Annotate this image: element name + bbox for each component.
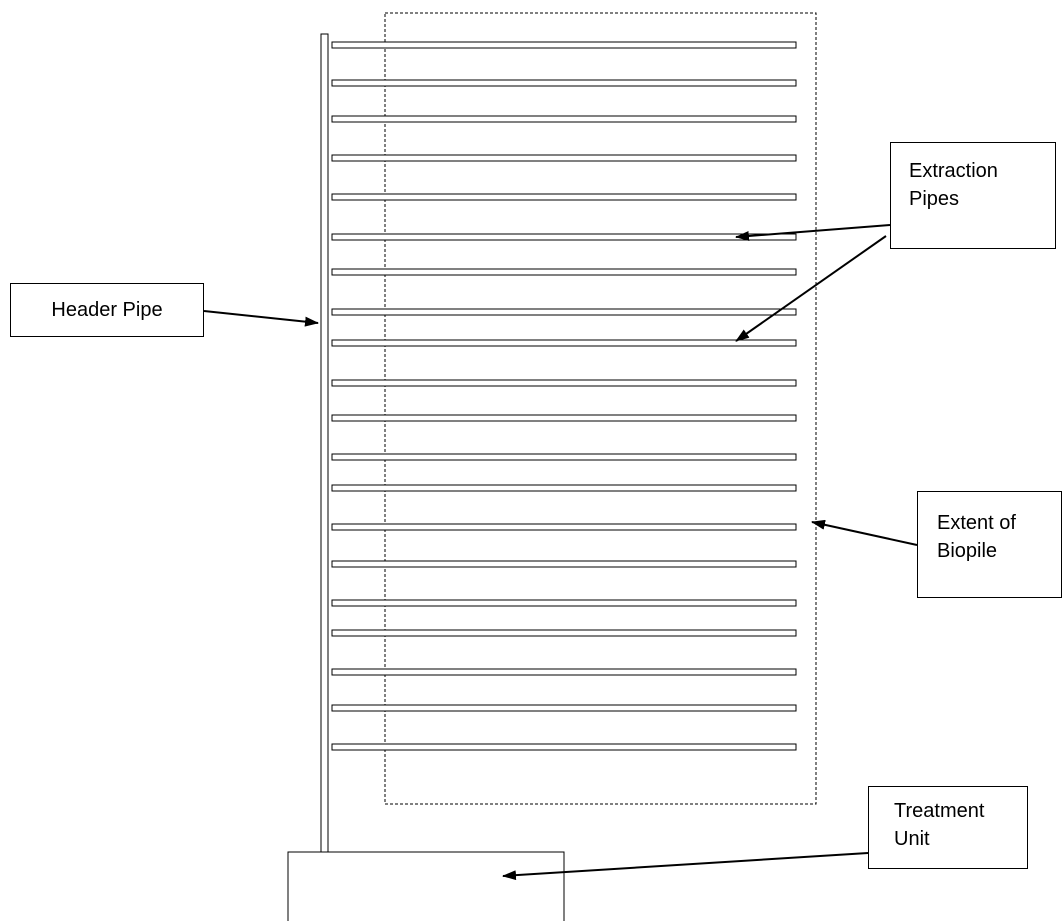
extraction-pipe — [331, 523, 797, 531]
extraction-pipes-group — [331, 41, 797, 751]
extraction-pipe — [331, 560, 797, 568]
extraction-pipe — [331, 414, 797, 422]
extraction-pipe — [331, 599, 797, 607]
biopile-extent-boundary — [384, 12, 817, 805]
extraction-pipe — [331, 268, 797, 276]
extraction-pipe — [331, 453, 797, 461]
extent-of-biopile-label-line-1: Extent of — [937, 512, 1016, 534]
extraction-pipe — [331, 484, 797, 492]
extraction-pipe — [331, 743, 797, 751]
extraction-pipes-label-line-2: Pipes — [909, 188, 960, 210]
extraction-pipe — [331, 308, 797, 316]
extraction-pipe — [331, 115, 797, 123]
header-pipe-arrow — [203, 310, 319, 327]
header-pipe-label: Header Pipe — [10, 283, 204, 337]
header-pipe — [320, 33, 329, 853]
extent-of-biopile-arrow — [811, 519, 918, 546]
header-pipe-label-text: Header Pipe — [51, 299, 163, 321]
treatment-unit-box — [287, 851, 565, 921]
extraction-pipes-arrow-lower — [735, 235, 887, 342]
extraction-pipe — [331, 193, 797, 201]
treatment-unit-label-line-2: Unit — [894, 828, 930, 850]
extraction-pipe — [331, 154, 797, 162]
extraction-pipe — [331, 704, 797, 712]
extraction-pipe — [331, 41, 797, 49]
extraction-pipe — [331, 668, 797, 676]
extent-of-biopile-label-line-2: Biopile — [937, 540, 998, 562]
extraction-pipe — [331, 79, 797, 87]
extent-of-biopile-label: Extent of Biopile — [917, 491, 1062, 598]
treatment-unit-label: Treatment Unit — [868, 786, 1028, 869]
treatment-unit-arrow — [502, 852, 869, 881]
extraction-pipes-label: Extraction Pipes — [890, 142, 1056, 249]
treatment-unit-label-line-1: Treatment — [894, 800, 985, 822]
extraction-pipes-label-line-1: Extraction — [909, 160, 998, 182]
extraction-pipe — [331, 233, 797, 241]
extraction-pipe — [331, 379, 797, 387]
extraction-pipe — [331, 629, 797, 637]
extraction-pipes-arrow-upper — [735, 224, 891, 241]
extraction-pipe — [331, 339, 797, 347]
